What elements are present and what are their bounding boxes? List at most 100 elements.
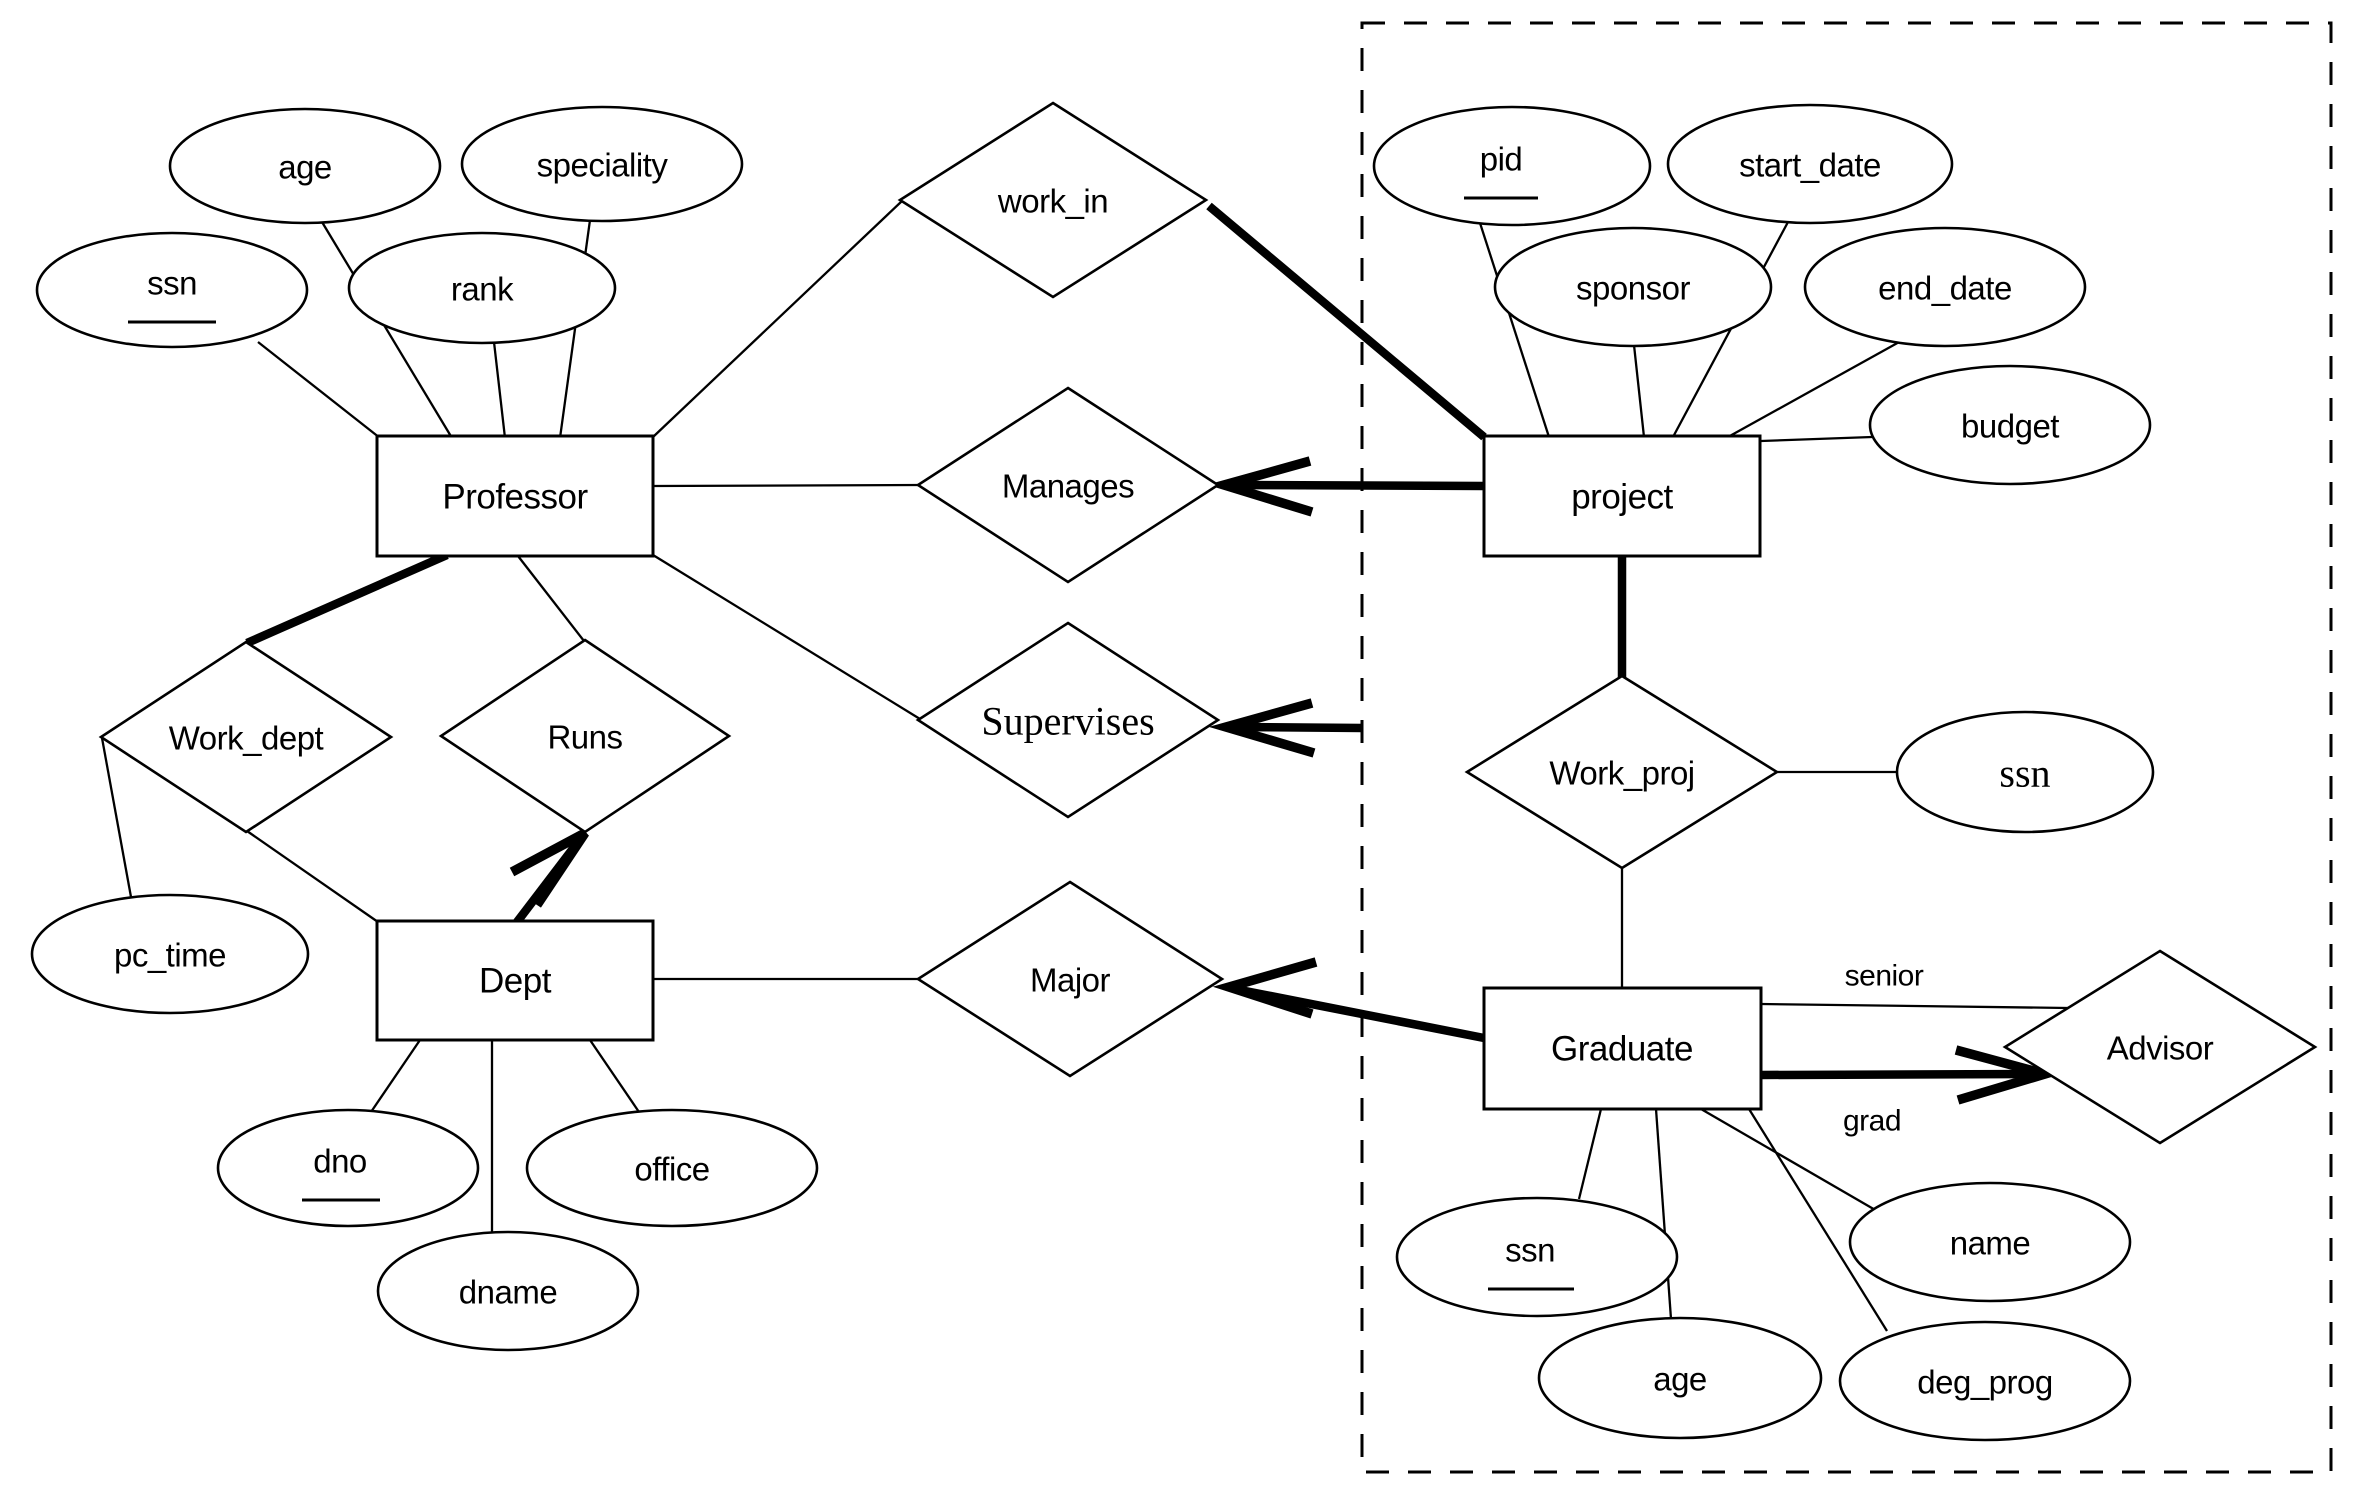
major-arrowhead (1212, 957, 1318, 1019)
attribute-label-prof-speciality: speciality (537, 147, 669, 184)
supervises-arrow-shaft (1229, 722, 1364, 733)
attribute-ellipse-pc-time (30, 893, 310, 1015)
attribute-label-dno: dno (313, 1143, 367, 1180)
connector-grad-degprog (1748, 1108, 1888, 1332)
attribute-label-dname: dname (459, 1274, 557, 1311)
attribute-ellipse-grad-age (1537, 1316, 1823, 1440)
connector-grad-ssn (1577, 1108, 1603, 1200)
relationship-label-manages: Manages (1002, 468, 1134, 505)
connector-professor-supervises (652, 554, 921, 720)
attribute-label-prof-rank: rank (451, 271, 514, 308)
grad-arrow-shaft (1760, 1069, 2041, 1080)
entity-box-project (1482, 434, 1762, 558)
entity-box-dept (375, 919, 655, 1042)
connector-workdept-dept (246, 830, 379, 923)
thick-connectors (245, 202, 2063, 1105)
relationship-diamond-work-proj (1464, 674, 1780, 870)
manages-arrowhead (1207, 456, 1314, 517)
attribute-ellipse-prof-speciality (460, 105, 744, 223)
dashed-boundary (1360, 21, 2333, 1474)
attribute-ellipse-dno (216, 1108, 480, 1228)
connector-budget-project (1760, 435, 1873, 443)
relationship-diamonds (98, 101, 2318, 1145)
connector-professor-manages (652, 483, 921, 488)
attribute-ellipse-grad-ssn (1395, 1196, 1679, 1318)
attribute-ellipses (30, 103, 2155, 1442)
relationship-label-major: Major (1030, 962, 1111, 999)
attribute-ellipse-budget (1868, 364, 2152, 486)
thin-connectors (100, 200, 2069, 1332)
connector-professor-runs (517, 555, 585, 642)
relationship-label-work-proj: Work_proj (1549, 755, 1694, 792)
labels: Professor project Dept Graduate work_in … (114, 141, 2214, 1401)
attribute-ellipse-sponsor (1493, 226, 1773, 348)
attribute-label-grad-name: name (1950, 1225, 2031, 1262)
key-underlines (128, 196, 1574, 1291)
entity-label-project: project (1571, 478, 1673, 517)
attribute-label-prof-ssn: ssn (147, 265, 197, 302)
entity-label-graduate: Graduate (1551, 1030, 1693, 1069)
grad-arrowhead (1954, 1045, 2063, 1105)
connector-enddate-project (1727, 339, 1902, 439)
connector-sponsor-project (1632, 344, 1646, 438)
attribute-label-pc-time: pc_time (114, 937, 226, 974)
attribute-ellipse-pid (1372, 105, 1652, 227)
relationship-label-work-dept: Work_dept (169, 720, 324, 757)
manages-arrow-shaft (1227, 480, 1485, 491)
relationship-diamond-manages (915, 386, 1221, 584)
attribute-ellipse-grad-name (1848, 1181, 2132, 1303)
attribute-label-grad-ssn: ssn (1505, 1232, 1555, 1269)
relationship-label-runs: Runs (547, 719, 622, 756)
relationship-label-supervises: Supervises (981, 699, 1154, 744)
attribute-ellipse-prof-ssn (35, 231, 309, 349)
attribute-label-grad-age: age (1653, 1361, 1707, 1398)
connector-prof-age (321, 221, 453, 439)
attribute-ellipse-prof-age (168, 107, 442, 225)
attribute-ellipse-workproj-ssn (1895, 710, 2155, 834)
connector-workdept-pctime (100, 737, 133, 898)
attribute-ellipse-prof-rank (347, 231, 617, 345)
relationship-label-work-in: work_in (997, 183, 1108, 220)
edge-label-senior: senior (1845, 960, 1924, 993)
relationship-diamond-major (915, 880, 1225, 1078)
relationship-diamond-work-dept (98, 640, 394, 834)
attribute-label-prof-age: age (278, 149, 332, 186)
entity-box-professor (375, 434, 655, 558)
connector-dept-office (589, 1039, 640, 1113)
relationship-label-advisor: Advisor (2107, 1030, 2214, 1067)
edge-professor-workdept (245, 551, 449, 647)
attribute-label-budget: budget (1961, 408, 2059, 445)
attribute-label-workproj-ssn: ssn (1999, 751, 2050, 796)
connector-prof-ssn (257, 341, 381, 439)
attribute-ellipse-office (525, 1108, 819, 1228)
connector-grad-age (1654, 1108, 1673, 1320)
major-arrow-shaft (1234, 984, 1485, 1043)
entity-label-professor: Professor (442, 478, 588, 517)
connector-graduate-advisor-senior (1760, 1002, 2069, 1010)
attribute-ellipse-deg-prog (1838, 1320, 2132, 1442)
connector-pid-project (1478, 222, 1551, 438)
attribute-label-end-date: end_date (1878, 270, 2012, 307)
attribute-label-sponsor: sponsor (1576, 270, 1690, 307)
relationship-diamond-supervises (915, 621, 1221, 819)
attribute-label-pid: pid (1480, 141, 1523, 178)
attribute-ellipse-end-date (1803, 226, 2087, 348)
connector-grad-name (1700, 1108, 1878, 1212)
connector-professor-workin (652, 200, 903, 438)
attribute-ellipse-dname (376, 1230, 640, 1352)
attribute-ellipse-start-date (1666, 103, 1954, 225)
relationship-diamond-runs (438, 638, 732, 834)
connector-dept-dno (370, 1039, 421, 1113)
attribute-label-office: office (634, 1151, 709, 1188)
supervises-arrowhead (1208, 698, 1316, 758)
relationship-diamond-advisor (2002, 949, 2318, 1145)
attribute-label-start-date: start_date (1739, 147, 1881, 184)
edge-workin-project (1206, 202, 1487, 441)
runs-arrowhead (509, 828, 589, 908)
entity-label-dept: Dept (479, 962, 552, 1001)
edge-label-grad: grad (1843, 1105, 1901, 1138)
entity-boxes (375, 434, 1763, 1111)
entity-box-graduate (1482, 986, 1763, 1111)
attribute-label-deg-prog: deg_prog (1917, 1364, 2052, 1401)
